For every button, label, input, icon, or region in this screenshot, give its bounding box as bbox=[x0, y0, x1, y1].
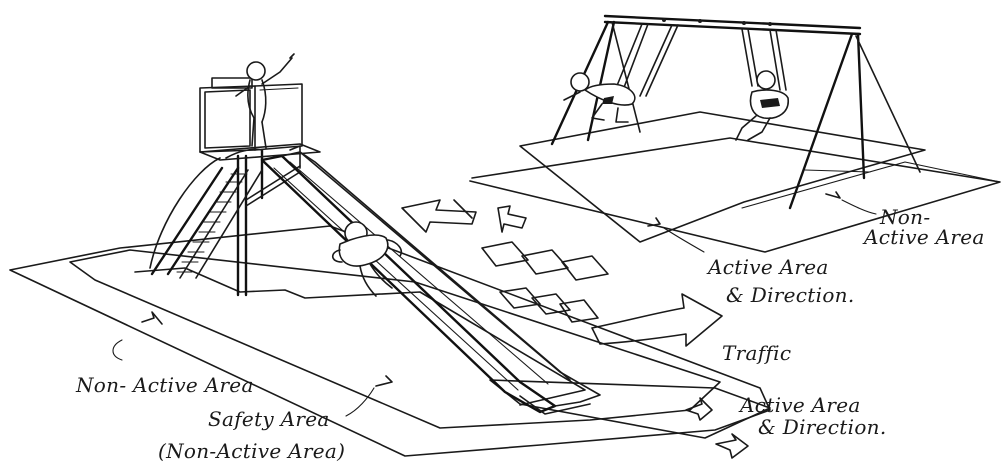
swing-active-zone bbox=[519, 111, 926, 243]
traffic-arrow-small bbox=[497, 205, 527, 233]
swing-child-right bbox=[735, 70, 789, 141]
swing-set bbox=[550, 14, 921, 210]
label-active-slide-line2: & Direction. bbox=[758, 415, 887, 439]
label-safety-line2: (Non-Active Area) bbox=[158, 439, 345, 463]
label-non-active-left: Non- Active Area bbox=[75, 373, 254, 397]
label-non-active-swing-line2: Active Area bbox=[862, 225, 985, 249]
traffic-arrow-left bbox=[401, 199, 477, 233]
label-active-swing-line2: & Direction. bbox=[726, 283, 855, 307]
slide-base-zone bbox=[134, 267, 586, 406]
child-on-slide bbox=[331, 221, 403, 297]
traffic-arrow-right bbox=[591, 293, 723, 347]
direction-arrows bbox=[112, 191, 877, 459]
slide-structure bbox=[149, 77, 601, 415]
child-on-platform bbox=[235, 53, 295, 149]
label-safety-line1: Safety Area bbox=[208, 407, 330, 431]
labels: Non- Active Area Active Area & Direction… bbox=[75, 205, 985, 463]
label-active-swing-line1: Active Area bbox=[706, 255, 829, 279]
slide-safety-zone bbox=[69, 249, 721, 429]
label-active-slide-line1: Active Area bbox=[738, 393, 861, 417]
label-traffic: Traffic bbox=[722, 341, 791, 365]
swing-child-left bbox=[563, 72, 636, 123]
slide-exit-zone bbox=[489, 379, 771, 439]
swing-nonactive-strip bbox=[741, 161, 1001, 209]
traffic-path bbox=[401, 199, 723, 347]
slide-outer-zone bbox=[9, 225, 771, 457]
label-non-active-swing-line1: Non- bbox=[879, 205, 930, 229]
